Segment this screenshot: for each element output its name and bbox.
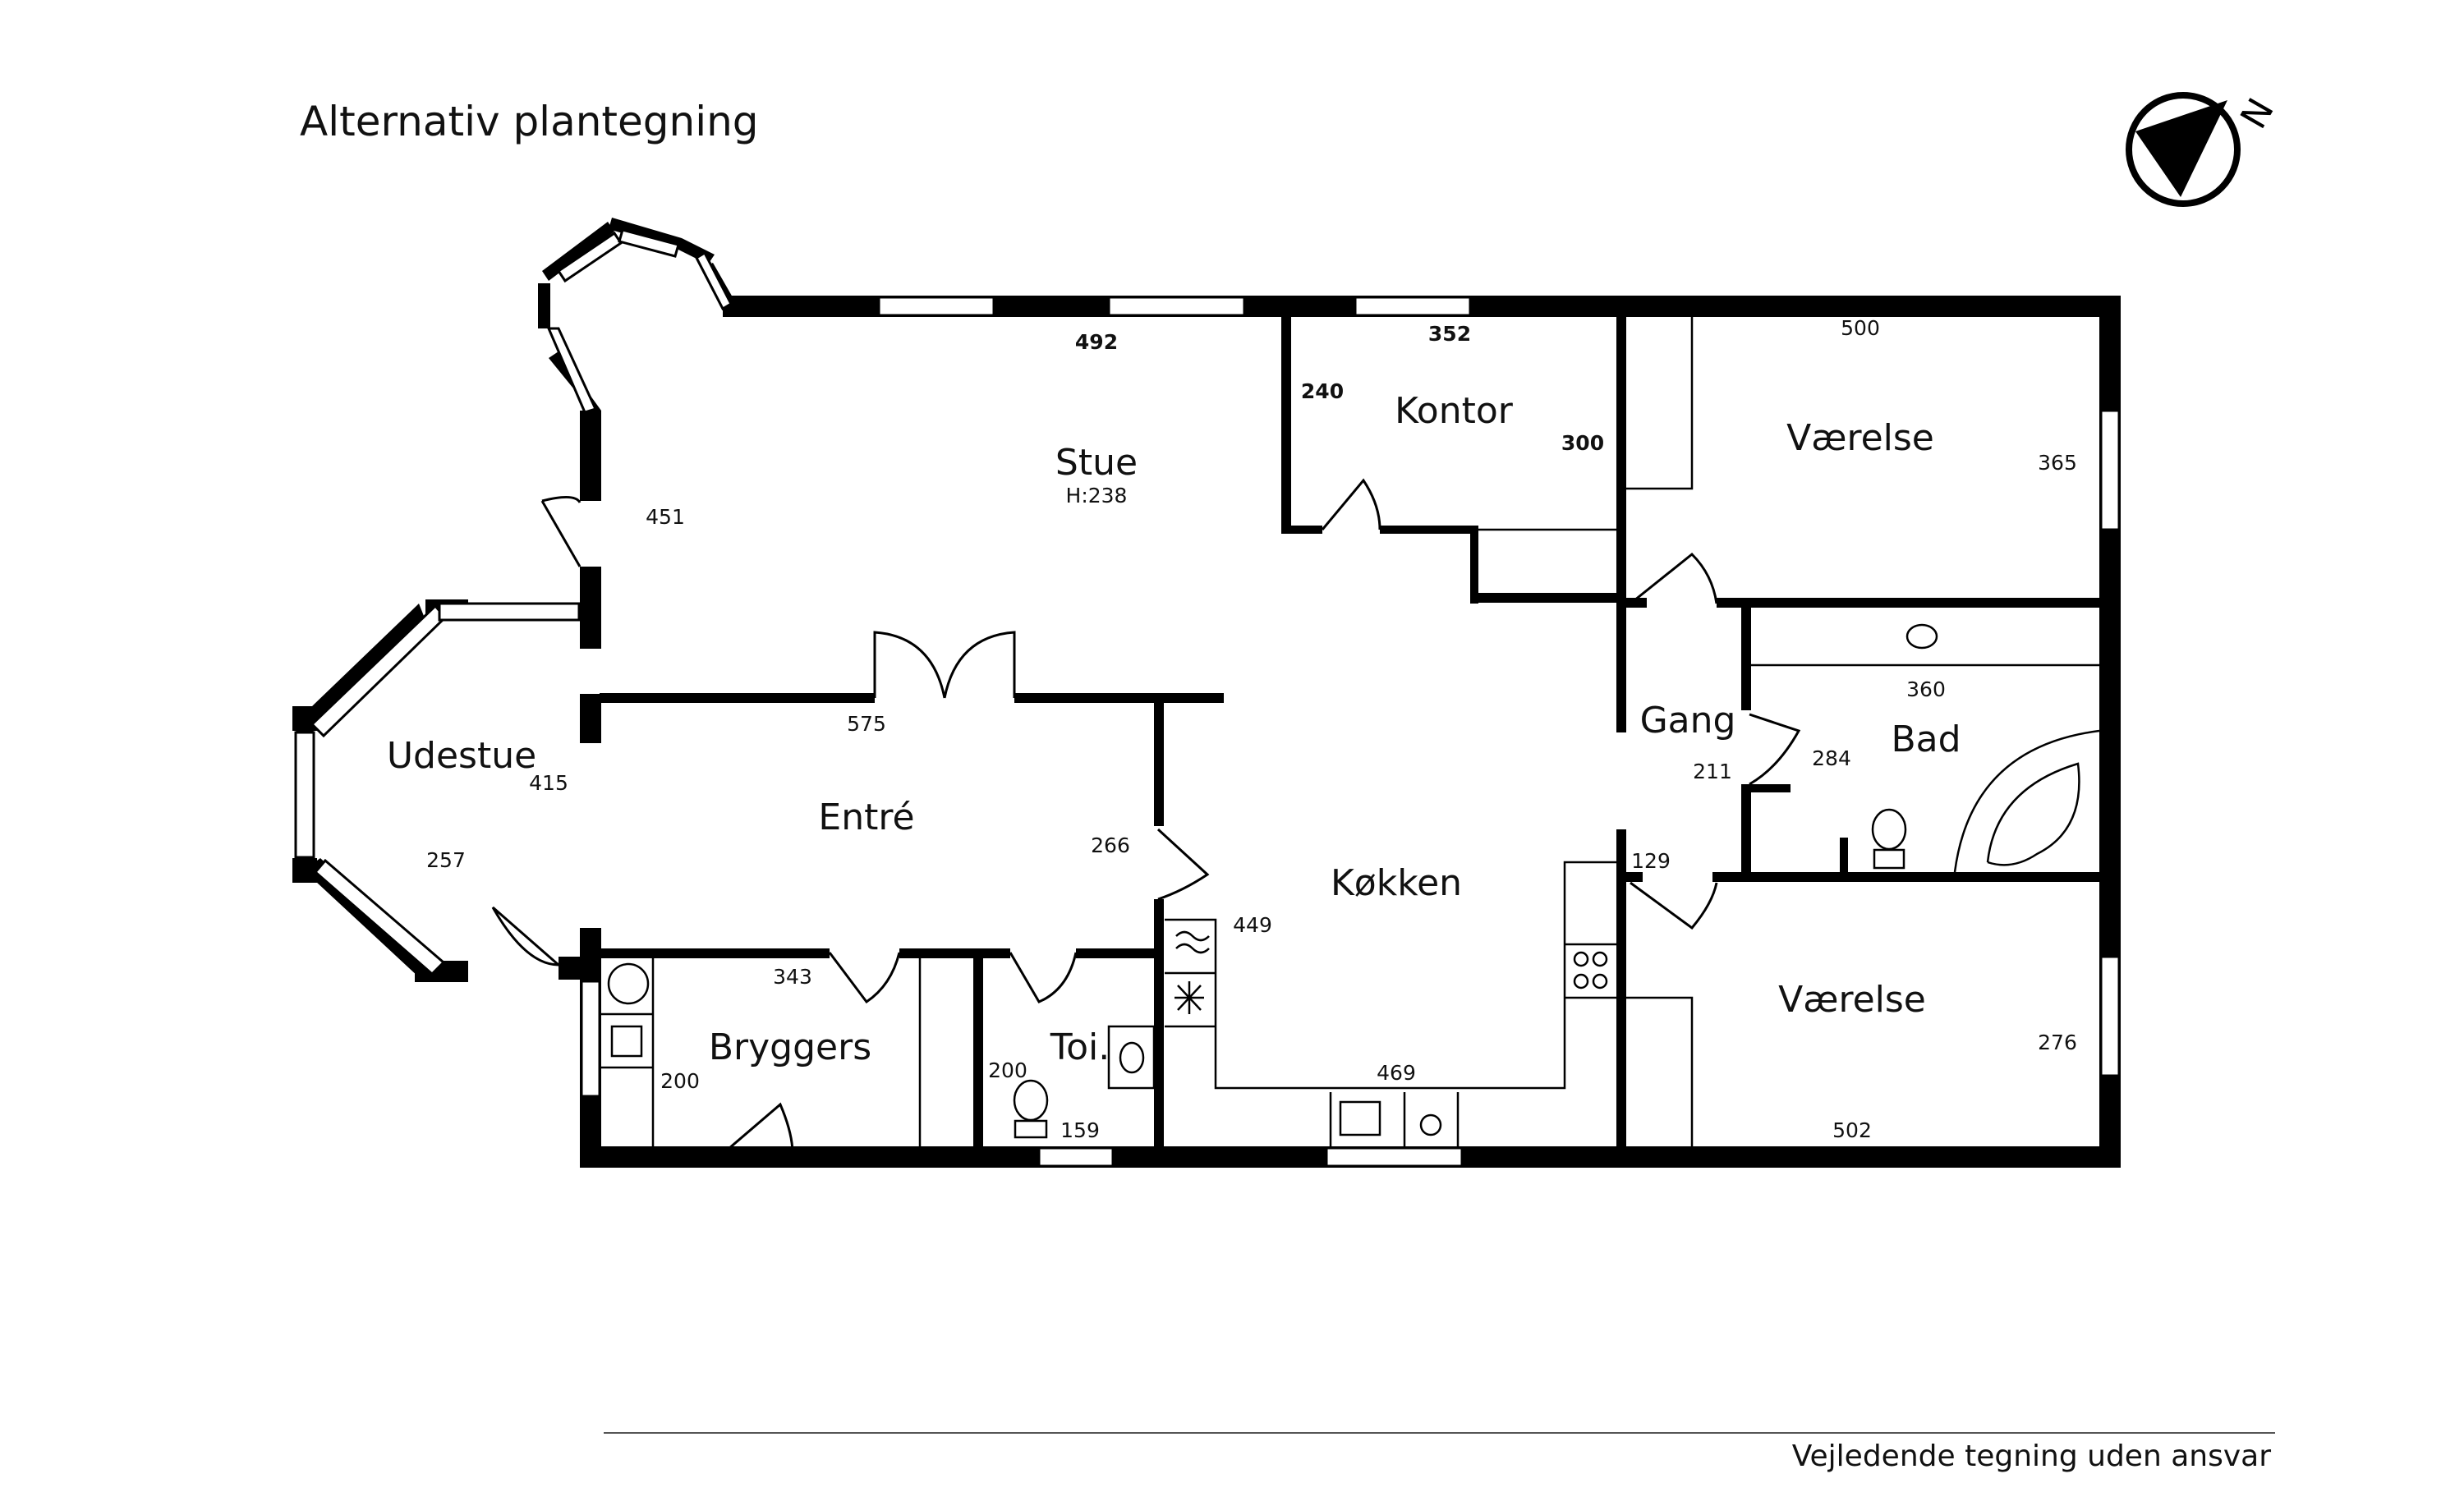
gang-dim-b: 129 [1631, 849, 1671, 873]
kontor-dim-right: 300 [1561, 431, 1604, 455]
koekken-dim-depth: 449 [1233, 913, 1272, 937]
udestue-walls [292, 599, 600, 982]
entre-dim-width: 575 [847, 712, 886, 736]
kontor-dim-width: 352 [1428, 322, 1471, 346]
disclaimer-text: Vejledende tegning uden ansvar [1792, 1439, 2272, 1473]
bad-dim-width: 360 [1906, 677, 1946, 701]
right-windows [2099, 409, 2121, 1077]
stue-dim-depth: 451 [646, 505, 685, 529]
bad-dim-depth: 284 [1812, 746, 1851, 770]
room-name-stue: Stue [1055, 442, 1138, 484]
bryggers-dim-depth: 200 [660, 1069, 700, 1093]
bottom-windows [580, 980, 1464, 1168]
top-windows [877, 296, 1472, 317]
vaerelse-top-dim-depth: 365 [2038, 451, 2077, 475]
doors [491, 478, 1801, 1155]
stue-bay-windows [546, 228, 733, 414]
north-compass-icon: N [2126, 91, 2282, 207]
room-name-bad: Bad [1891, 719, 1961, 760]
vaerelse-bottom-dim-width: 502 [1832, 1118, 1872, 1142]
udestue-dim-a: 415 [529, 771, 568, 795]
room-name-koekken: Køkken [1331, 862, 1462, 904]
room-name-toi: Toi. [1050, 1026, 1110, 1068]
room-name-bryggers: Bryggers [709, 1026, 871, 1068]
fixtures [601, 317, 2100, 1146]
gang-dim-a: 211 [1693, 760, 1732, 783]
interior-walls [600, 317, 2103, 1158]
stue-height: H:238 [1066, 484, 1128, 507]
exterior-walls [538, 218, 2121, 1168]
room-labels: Stue H:238 492 451 Kontor 352 240 300 Væ… [387, 316, 2077, 1142]
entre-dim-depth: 266 [1091, 833, 1130, 857]
room-name-udestue: Udestue [387, 735, 536, 777]
room-name-kontor: Kontor [1395, 390, 1514, 432]
toi-dim-width: 159 [1060, 1118, 1100, 1142]
bryggers-dim-width: 343 [773, 965, 812, 989]
vaerelse-top-dim-width: 500 [1841, 316, 1880, 340]
vaerelse-bottom-dim-depth: 276 [2038, 1031, 2077, 1054]
koekken-dim-width: 469 [1377, 1061, 1416, 1085]
kontor-dim-left: 240 [1301, 379, 1344, 403]
room-name-gang: Gang [1640, 700, 1736, 742]
stue-dim-width: 492 [1075, 330, 1118, 354]
plan-title: Alternativ plantegning [300, 98, 759, 145]
room-name-vaerelse-top: Værelse [1786, 417, 1934, 459]
toi-dim-depth: 200 [988, 1058, 1027, 1082]
room-name-vaerelse-bottom: Værelse [1778, 979, 1926, 1021]
compass-north-label: N [2232, 91, 2282, 135]
room-name-entre: Entré [818, 797, 914, 838]
udestue-dim-b: 257 [426, 848, 466, 872]
